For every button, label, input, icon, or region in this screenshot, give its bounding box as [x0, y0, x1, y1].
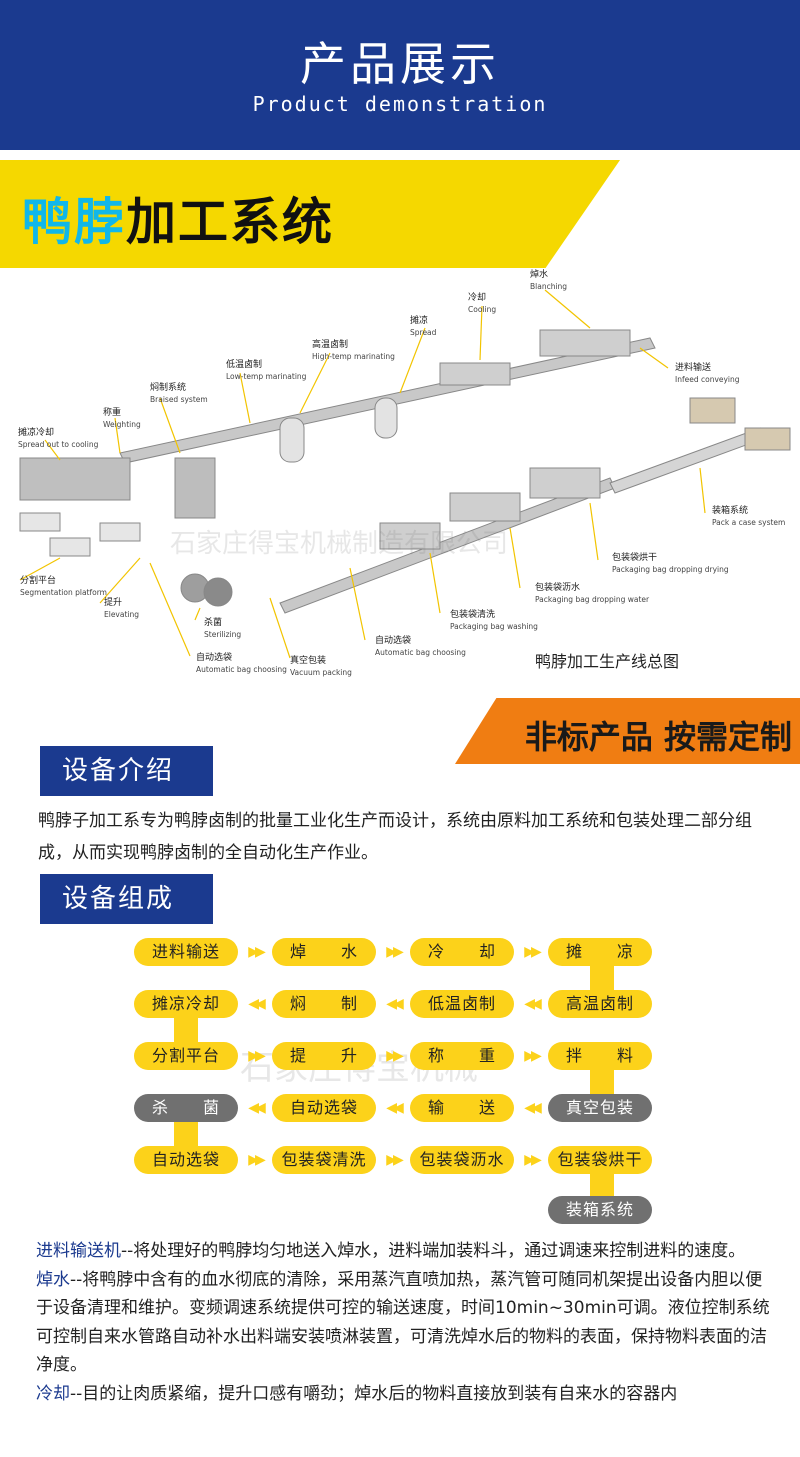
step-conveying: 输 送 — [410, 1094, 514, 1122]
arrow-right-icon: ▶▶ — [248, 944, 266, 960]
step-low-temp: 低温卤制 — [410, 990, 514, 1018]
sterilizer-drum — [203, 577, 233, 607]
step-mixing: 拌 料 — [548, 1042, 652, 1070]
arrow-left-icon: ◀◀ — [524, 1100, 542, 1116]
blanching-tank — [539, 329, 631, 357]
page-subtitle: Product demonstration — [252, 92, 548, 116]
carton-stack — [689, 397, 736, 424]
cooling-rack — [19, 457, 131, 501]
step-case-packing: 装箱系统 — [548, 1196, 652, 1224]
arrow-left-icon: ◀◀ — [386, 1100, 404, 1116]
arrow-left-icon: ◀◀ — [524, 996, 542, 1012]
washing-unit — [379, 522, 441, 550]
detail-text: --将处理好的鸭脖均匀地送入焯水，进料端加装料斗，通过调速来控制进料的速度。 — [121, 1241, 746, 1261]
detail-blanching: 焯水--将鸭脖中含有的血水彻底的清除，采用蒸汽直喷加热，蒸汽管可随同机架提出设备… — [36, 1266, 776, 1380]
banner-title-highlight: 鸭脖 — [22, 193, 126, 251]
outfeed-conveyor — [609, 427, 766, 494]
segmentation-table — [99, 522, 141, 542]
segmentation-table — [49, 537, 91, 557]
step-segmentation: 分割平台 — [134, 1042, 238, 1070]
arrow-left-icon: ◀◀ — [386, 996, 404, 1012]
system-banner: 鸭脖加工系统 — [0, 160, 800, 268]
detail-text: --目的让肉质紧缩，提升口感有嚼劲；焯水后的物料直接放到装有自来水的容器内 — [70, 1383, 678, 1404]
step-cooling: 冷 却 — [410, 938, 514, 966]
page-title: 产品展示 — [300, 37, 500, 91]
banner-title-rest: 加工系统 — [126, 193, 334, 251]
arrow-right-icon: ▶▶ — [524, 1048, 542, 1064]
step-spread: 摊 凉 — [548, 938, 652, 966]
step-weighing: 称 重 — [410, 1042, 514, 1070]
banner-background — [0, 160, 620, 268]
step-bag-choosing-2: 自动选袋 — [134, 1146, 238, 1174]
equipment-details: 进料输送机--将处理好的鸭脖均匀地送入焯水，进料端加装料斗，通过调速来控制进料的… — [36, 1237, 776, 1408]
arrow-right-icon: ▶▶ — [248, 1152, 266, 1168]
carton-stack — [744, 427, 791, 451]
arrow-right-icon: ▶▶ — [386, 1048, 404, 1064]
step-bag-draining: 包装袋沥水 — [410, 1146, 514, 1174]
step-bag-choosing: 自动选袋 — [272, 1094, 376, 1122]
arrow-right-icon: ▶▶ — [524, 944, 542, 960]
draining-unit — [449, 492, 521, 522]
segmentation-table — [19, 512, 61, 532]
custom-product-tag-text: 非标产品 按需定制 — [524, 718, 792, 756]
diagram-watermark: 石家庄得宝机械制造有限公司 — [170, 529, 509, 559]
step-infeed: 进料输送 — [134, 938, 238, 966]
arrow-right-icon: ▶▶ — [524, 1152, 542, 1168]
arrow-right-icon: ▶▶ — [386, 1152, 404, 1168]
step-bag-drying: 包装袋烘干 — [548, 1146, 652, 1174]
braise-unit — [174, 457, 216, 519]
step-sterilizing: 杀 菌 — [134, 1094, 238, 1122]
intro-heading: 设备介绍 — [40, 746, 213, 796]
custom-product-tag: 非标产品 按需定制 — [455, 698, 800, 764]
diagram-caption: 鸭脖加工生产线总图 — [535, 652, 680, 671]
detail-term: 进料输送机 — [36, 1241, 121, 1261]
arrow-right-icon: ▶▶ — [248, 1048, 266, 1064]
detail-term: 冷却 — [36, 1383, 70, 1404]
arrow-right-icon: ▶▶ — [386, 944, 404, 960]
step-blanching: 焯 水 — [272, 938, 376, 966]
detail-infeed: 进料输送机--将处理好的鸭脖均匀地送入焯水，进料端加装料斗，通过调速来控制进料的… — [36, 1237, 776, 1266]
arrow-left-icon: ◀◀ — [248, 1100, 266, 1116]
high-temp-kettle — [374, 397, 398, 439]
step-spread-cooling: 摊凉冷却 — [134, 990, 238, 1018]
detail-cooling: 冷却--目的让肉质紧缩，提升口感有嚼劲；焯水后的物料直接放到装有自来水的容器内 — [36, 1380, 776, 1409]
arrow-left-icon: ◀◀ — [248, 996, 266, 1012]
drying-unit — [529, 467, 601, 499]
detail-term: 焯水 — [36, 1269, 70, 1290]
cooling-tank — [439, 362, 511, 386]
composition-flow: 石家庄得宝机械 进料输送 ▶▶ 焯 水 ▶▶ 冷 却 ▶▶ 摊 凉 摊凉冷却 ◀… — [0, 930, 800, 1230]
step-elevating: 提 升 — [272, 1042, 376, 1070]
low-temp-kettle — [279, 417, 305, 463]
step-vacuum-packing: 真空包装 — [548, 1094, 652, 1122]
page-header: 产品展示 Product demonstration — [0, 0, 800, 150]
detail-text: --将鸭脖中含有的血水彻底的清除，采用蒸汽直喷加热，蒸汽管可随同机架提出设备内胆… — [36, 1269, 770, 1376]
step-high-temp: 高温卤制 — [548, 990, 652, 1018]
step-bag-washing: 包装袋清洗 — [272, 1146, 376, 1174]
production-line-illustration — [19, 289, 791, 659]
composition-heading: 设备组成 — [40, 874, 213, 924]
intro-text: 鸭脖子加工系专为鸭脖卤制的批量工业化生产而设计，系统由原料加工系统和包装处理二部… — [38, 811, 752, 863]
step-braise: 焖 制 — [272, 990, 376, 1018]
banner-title: 鸭脖加工系统 — [22, 182, 334, 254]
